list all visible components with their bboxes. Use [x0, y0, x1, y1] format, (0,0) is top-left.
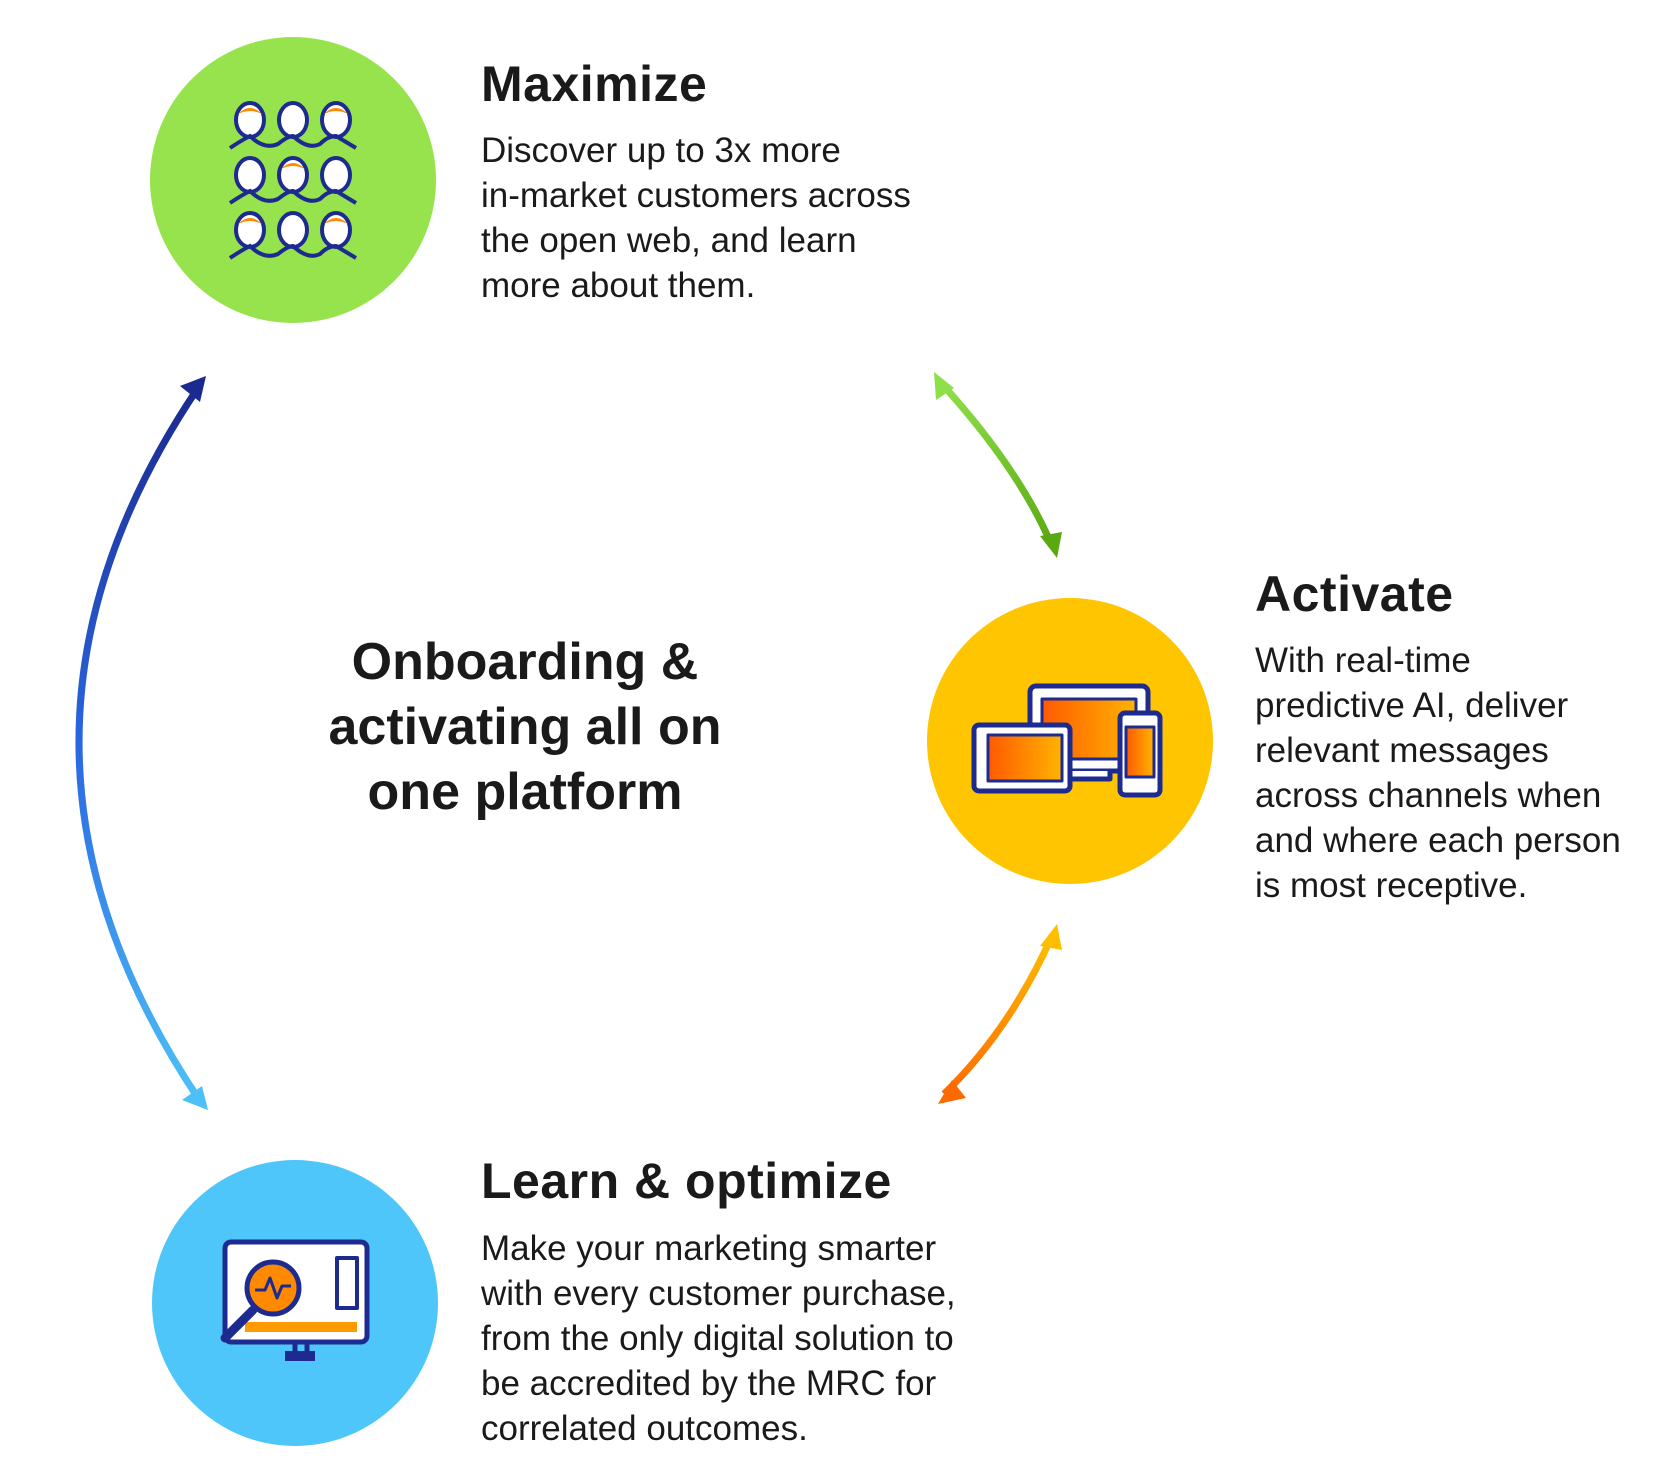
description-line: across channels when: [1255, 776, 1602, 815]
description-line: more about them.: [481, 266, 756, 305]
description-line: in-market customers across: [481, 176, 911, 215]
devices-icon: [971, 683, 1163, 798]
step-title-activate: Activate: [1255, 566, 1454, 622]
description-line: and where each person: [1255, 821, 1621, 860]
description-line: with every customer purchase,: [481, 1274, 956, 1313]
learn-optimize-circle: [152, 1160, 438, 1446]
step-title-maximize: Maximize: [481, 56, 708, 112]
description-line: be accredited by the MRC for: [481, 1364, 937, 1403]
description-line: predictive AI, deliver: [1255, 686, 1569, 725]
maximize-circle: [150, 37, 436, 323]
monitor-analytics-icon: [220, 1239, 370, 1361]
center-heading: Onboarding & activating all on one platf…: [280, 630, 770, 825]
center-heading-line: activating all on: [328, 698, 722, 756]
description-line: the open web, and learn: [481, 221, 857, 260]
people-group-icon: [228, 101, 358, 260]
description-line: Discover up to 3x more: [481, 131, 841, 170]
description-line: from the only digital solution to: [481, 1319, 954, 1358]
center-heading-line: Onboarding &: [351, 633, 699, 691]
description-line: Make your marketing smarter: [481, 1229, 937, 1268]
description-line: relevant messages: [1255, 731, 1549, 770]
activate-circle: [927, 598, 1213, 884]
step-description-maximize: Discover up to 3x more in-market custome…: [481, 128, 911, 308]
step-description-learn-optimize: Make your marketing smarter with every c…: [481, 1226, 956, 1451]
arrow-learn-to-maximize: [75, 376, 208, 1110]
step-title-learn-optimize: Learn & optimize: [481, 1153, 892, 1209]
arrow-maximize-to-activate: [934, 372, 1062, 558]
description-line: correlated outcomes.: [481, 1409, 808, 1448]
description-line: With real-time: [1255, 641, 1471, 680]
center-heading-line: one platform: [367, 763, 683, 821]
arrow-activate-to-learn: [938, 924, 1062, 1104]
step-description-activate: With real-time predictive AI, deliver re…: [1255, 638, 1621, 908]
description-line: is most receptive.: [1255, 866, 1528, 905]
